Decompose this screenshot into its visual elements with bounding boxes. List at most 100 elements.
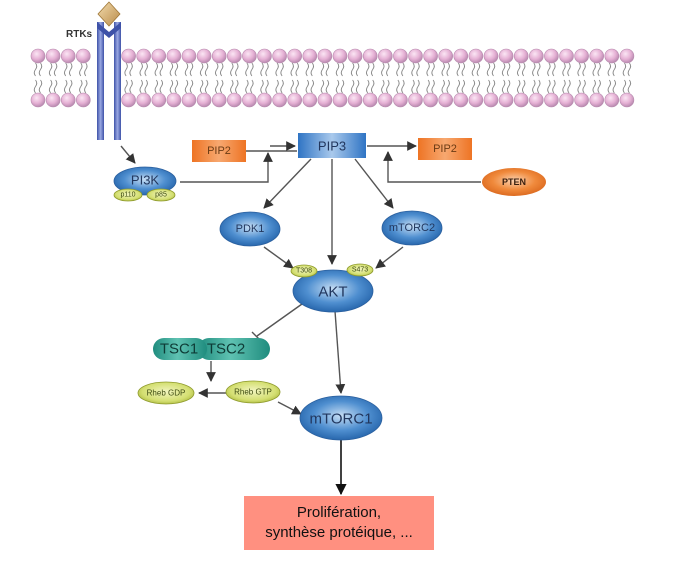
lipid-tail — [189, 79, 194, 94]
lipid-head — [574, 92, 589, 108]
akt-label: AKT — [318, 284, 347, 301]
rtks-label: RTKs — [66, 29, 93, 40]
lipid-head — [559, 48, 574, 64]
lipid-tail — [446, 79, 450, 94]
lipid-head — [528, 92, 544, 108]
lipid-tail — [199, 79, 204, 94]
lipid-head — [438, 48, 454, 64]
lipid-tail — [199, 62, 204, 77]
lipid-tail — [622, 79, 627, 94]
lipid-tail — [220, 62, 224, 77]
node-pdk1: PDK1 — [219, 211, 281, 247]
lipid-tail — [305, 79, 309, 94]
outcome-line-1: Prolifération, — [296, 504, 382, 521]
lipid-head — [60, 92, 76, 108]
lipid-tail — [295, 79, 299, 94]
lipid-head — [589, 92, 605, 108]
lipid-tail — [366, 79, 370, 94]
lipid-head — [408, 48, 423, 64]
lipid-tail — [174, 62, 179, 77]
edge-rtk-pi3k — [120, 145, 136, 164]
lipid-head — [589, 48, 605, 64]
lipid-head — [151, 92, 167, 108]
lipid-tail — [522, 79, 526, 94]
lipid-head — [393, 48, 408, 64]
lipid-tail — [381, 62, 385, 77]
pdk1-label: PDK1 — [236, 223, 265, 235]
lipid-tail — [592, 62, 596, 77]
pip2-right-label: PIP2 — [433, 143, 457, 155]
lipid-tail — [547, 62, 551, 77]
lipid-head — [498, 48, 514, 64]
p110-label: p110 — [120, 192, 135, 199]
tsc1-shape — [153, 338, 207, 360]
lipid-tail — [522, 62, 526, 77]
lipid-head — [423, 92, 438, 108]
lipid-head — [574, 48, 589, 64]
lipid-tail — [567, 79, 571, 94]
lipid-tail — [416, 79, 420, 94]
lipid-tail — [69, 79, 73, 94]
p85-label: p85 — [155, 192, 167, 199]
node-mtorc2: mTORC2 — [381, 210, 443, 246]
lipid-tail — [517, 79, 521, 94]
lipid-head — [166, 92, 182, 108]
pten-label: PTEN — [502, 177, 526, 187]
lipid-tail — [582, 62, 586, 77]
lipid-head — [347, 48, 363, 64]
lipid-tail — [355, 62, 360, 77]
lipid-head — [136, 92, 151, 108]
lipid-tail — [159, 79, 163, 94]
lipid-tail — [562, 62, 566, 77]
lipid-tail — [411, 79, 415, 94]
p85-subunit — [146, 188, 176, 202]
lipid-tail — [144, 79, 148, 94]
lipid-tail — [371, 62, 375, 77]
rheb-gtp-label: Rheb GTP — [234, 388, 272, 397]
lipid-tail — [371, 79, 375, 94]
lipid-tail — [38, 62, 43, 77]
lipid-head — [30, 48, 46, 64]
lipid-tail — [53, 79, 58, 94]
lipid-tail — [220, 79, 224, 94]
lipid-tail — [386, 62, 390, 77]
lipid-tail — [275, 62, 279, 77]
lipid-head — [332, 92, 348, 108]
lipid-head — [60, 48, 76, 64]
lipid-tail — [577, 62, 581, 77]
lipid-head — [513, 48, 529, 64]
lipid-tail — [169, 62, 174, 77]
lipid-tail — [431, 62, 435, 77]
lipid-head — [377, 48, 393, 64]
lipid-tail — [325, 79, 330, 94]
lipid-tail — [204, 62, 209, 77]
lipid-head — [196, 92, 212, 108]
lipid-tail — [441, 79, 445, 94]
lipid-head — [45, 48, 61, 64]
lipid-head — [604, 48, 620, 64]
lipid-head — [468, 48, 484, 64]
node-pip2-left: PIP2 — [192, 140, 246, 162]
lipid-tail — [552, 62, 556, 77]
mtorc2-label: mTORC2 — [389, 222, 435, 234]
outcome-line-2: synthèse protéique, ... — [265, 524, 413, 541]
lipid-tail — [260, 62, 264, 77]
lipid-head — [211, 48, 227, 64]
lipid-head — [317, 48, 333, 64]
mtorc1-label: mTORC1 — [309, 411, 372, 428]
lipid-head — [317, 92, 333, 108]
lipid-tail — [431, 79, 435, 94]
lipid-head — [453, 92, 469, 108]
tsc2-label: TSC2 — [207, 341, 245, 358]
lipid-tail — [491, 79, 496, 94]
lipid-head — [619, 92, 635, 108]
lipid-head — [272, 48, 287, 64]
lipid-head — [453, 48, 469, 64]
lipid-head — [30, 92, 46, 108]
edge-mtorc2-akt — [375, 246, 404, 269]
edge-pi3k-conversion — [180, 152, 273, 183]
lipid-head — [121, 92, 136, 108]
lipid-tail — [305, 62, 309, 77]
lipid-head — [257, 48, 272, 64]
